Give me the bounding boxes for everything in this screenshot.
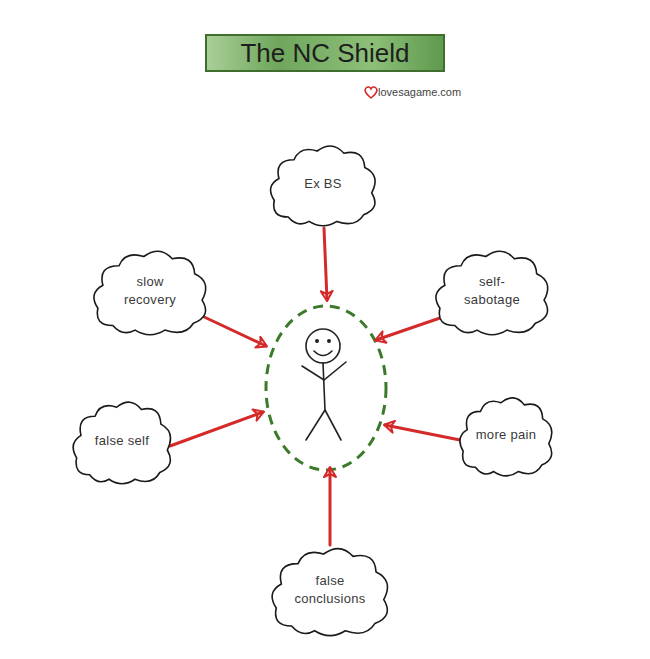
cloud-outline bbox=[430, 245, 554, 337]
heart-icon bbox=[365, 87, 377, 98]
thought-cloud: false conclusions bbox=[266, 542, 394, 638]
thought-cloud: Ex BS bbox=[265, 140, 381, 228]
thought-cloud: slow recovery bbox=[88, 245, 212, 337]
title-text: The NC Shield bbox=[240, 38, 409, 69]
thought-cloud: self-sabotage bbox=[430, 245, 554, 337]
cloud-label: slow recovery bbox=[112, 273, 189, 309]
red-arrows bbox=[170, 228, 460, 545]
cloud-label: Ex BS bbox=[304, 175, 342, 193]
stick-figure bbox=[302, 329, 346, 440]
cloud-outline bbox=[266, 542, 394, 638]
watermark: lovesagame.com bbox=[378, 86, 461, 98]
title-banner: The NC Shield bbox=[205, 34, 445, 72]
cloud-label: false self bbox=[95, 432, 149, 450]
thought-cloud: more pain bbox=[455, 392, 557, 478]
cloud-outline bbox=[88, 245, 212, 337]
thought-cloud: false self bbox=[68, 396, 176, 486]
cloud-label: more pain bbox=[476, 426, 537, 444]
cloud-label: self-sabotage bbox=[454, 273, 531, 309]
shield-outline bbox=[266, 306, 386, 470]
cloud-label: false conclusions bbox=[291, 572, 370, 608]
